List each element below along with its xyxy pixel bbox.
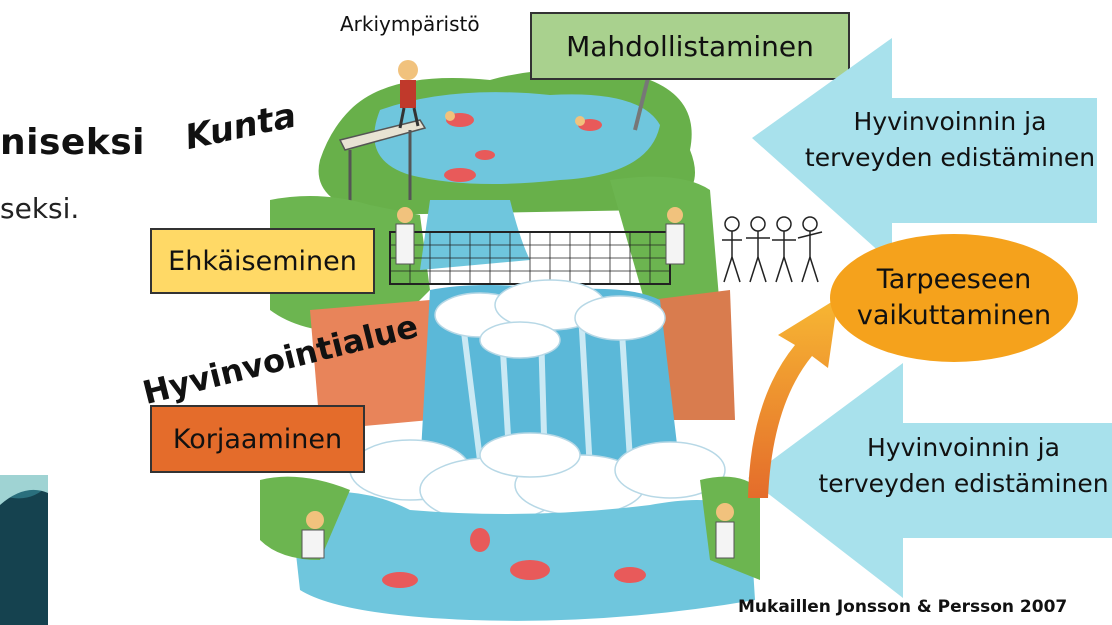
ehkaiseminen-text: Ehkäiseminen <box>168 246 357 277</box>
title-fragment: niseksi <box>0 122 145 163</box>
teal-decoration <box>0 475 48 625</box>
korjaaminen-text: Korjaaminen <box>173 424 342 455</box>
stick-figures-icon <box>718 212 826 292</box>
source-citation: Mukaillen Jonsson & Persson 2007 <box>738 597 1067 617</box>
promotion-top-line2: terveyden edistäminen <box>800 140 1100 176</box>
oval-line2: vaikuttaminen <box>857 298 1051 334</box>
promotion-top-line1: Hyvinvoinnin ja <box>800 104 1100 140</box>
arkiymparisto-label: Arkiympäristö <box>340 12 480 36</box>
ehkaiseminen-box: Ehkäiseminen <box>150 228 375 294</box>
orange-curved-arrow <box>740 290 850 500</box>
promotion-arrow-top-text: Hyvinvoinnin ja terveyden edistäminen <box>800 104 1100 176</box>
oval-line1: Tarpeeseen <box>877 262 1031 298</box>
promotion-arrow-bottom-text: Hyvinvoinnin ja terveyden edistäminen <box>815 430 1112 502</box>
promotion-bottom-line1: Hyvinvoinnin ja <box>815 430 1112 466</box>
korjaaminen-box: Korjaaminen <box>150 405 365 473</box>
subtitle-fragment: seksi. <box>0 192 79 225</box>
tarpeeseen-vaikuttaminen-oval: Tarpeeseen vaikuttaminen <box>830 234 1078 362</box>
promotion-bottom-line2: terveyden edistäminen <box>815 466 1112 502</box>
